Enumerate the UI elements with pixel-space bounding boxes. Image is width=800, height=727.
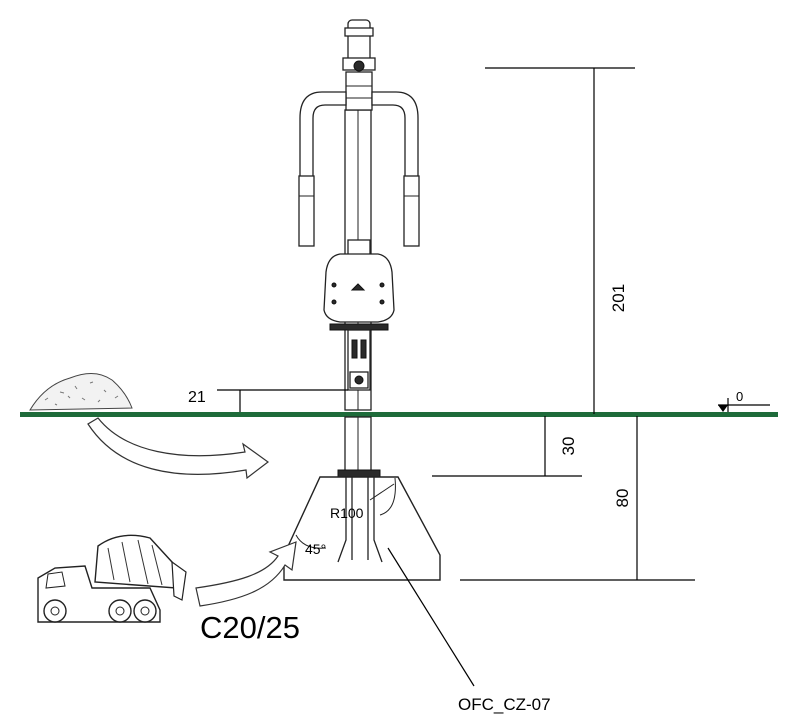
gravel-arrow-icon xyxy=(87,417,270,480)
equipment-seat xyxy=(323,239,395,323)
equipment-top-cap xyxy=(342,19,376,111)
anchor-plate xyxy=(337,469,381,478)
equipment-footrest xyxy=(329,323,389,391)
ground-line xyxy=(20,412,778,417)
dimension-foundation-depth: 80 xyxy=(613,489,632,508)
gravel-pile-icon xyxy=(29,373,133,411)
dimension-lines xyxy=(217,67,770,687)
concrete-foundation xyxy=(283,476,441,581)
dimension-total-height: 201 xyxy=(609,284,628,312)
equipment-handlebars xyxy=(298,91,420,247)
radius-label: R100 xyxy=(330,505,364,521)
dimension-ground-level: 0 xyxy=(736,389,743,404)
concrete-arrow-icon xyxy=(195,541,297,607)
dimension-top-depth: 30 xyxy=(559,437,578,456)
concrete-truck-icon xyxy=(37,534,187,623)
dimension-pole-base: 21 xyxy=(188,389,206,406)
concrete-grade-label: C20/25 xyxy=(200,610,300,645)
product-code-label: OFC_CZ-07 xyxy=(458,695,551,714)
angle-label: 45° xyxy=(305,541,326,557)
